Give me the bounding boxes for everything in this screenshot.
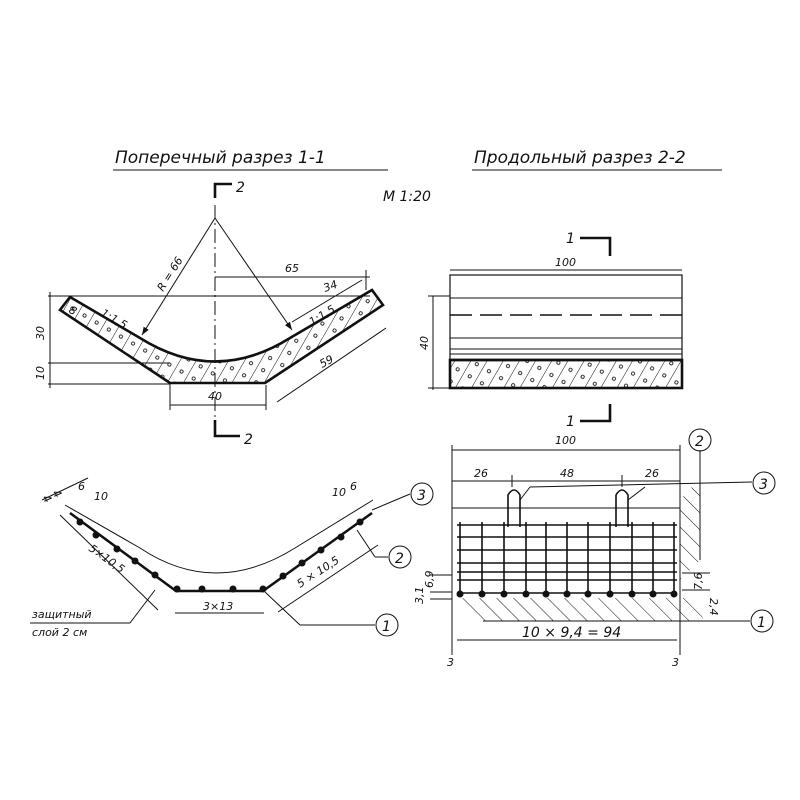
svg-text:1: 1 <box>566 231 575 247</box>
long-section-drawing: 100 40 <box>418 256 684 390</box>
svg-text:1: 1 <box>757 615 766 631</box>
svg-text:100: 100 <box>555 434 576 447</box>
svg-text:3,1: 3,1 <box>413 587 426 605</box>
svg-text:34: 34 <box>322 278 340 295</box>
svg-text:5×10,5: 5×10,5 <box>86 542 127 576</box>
svg-text:защитный: защитный <box>32 608 92 621</box>
callout-3-long: 3 <box>752 471 776 495</box>
svg-text:10: 10 <box>34 366 47 380</box>
section-mark-1-bottom: 1 <box>566 404 612 430</box>
svg-text:10: 10 <box>332 486 346 499</box>
svg-text:100: 100 <box>555 256 576 269</box>
svg-text:48: 48 <box>560 467 574 480</box>
svg-text:6,9: 6,9 <box>423 571 436 589</box>
svg-text:2: 2 <box>695 434 704 450</box>
svg-text:1: 1 <box>382 619 391 635</box>
svg-text:R = 66: R = 66 <box>155 255 186 294</box>
svg-text:7,6: 7,6 <box>692 573 705 591</box>
svg-text:59: 59 <box>317 353 335 371</box>
svg-text:3×13: 3×13 <box>203 600 233 613</box>
section-mark-1-top: 1 <box>566 231 612 256</box>
svg-text:40: 40 <box>418 336 431 350</box>
callout-1-long: 1 <box>750 609 774 633</box>
callout-1-cross: 1 <box>375 613 399 637</box>
cross-section-drawing: R = 66 1:1,5 1:1,5 8 65 34 59 40 30 10 <box>34 205 387 420</box>
svg-text:40: 40 <box>208 390 222 403</box>
svg-text:6: 6 <box>350 480 357 493</box>
svg-text:3: 3 <box>417 488 426 504</box>
title-long-section: Продольный разрез 2-2 <box>472 148 722 171</box>
svg-text:10: 10 <box>94 490 108 503</box>
svg-text:Продольный разрез 2-2: Продольный разрез 2-2 <box>474 148 686 168</box>
section-mark-2-bottom: 2 <box>213 420 253 448</box>
title-cross-section: Поперечный разрез 1-1 <box>113 148 388 171</box>
callout-3-cross: 3 <box>410 482 434 506</box>
svg-text:26: 26 <box>474 467 488 480</box>
section-mark-2-top: 2 <box>213 180 245 198</box>
svg-text:3: 3 <box>672 656 679 669</box>
reinforcement-long-drawing: 100 26 48 26 <box>413 434 753 669</box>
svg-text:30: 30 <box>34 326 47 340</box>
callout-2-long: 2 <box>688 428 712 452</box>
reinforcement-cross-drawing: 5×10,5 3×13 5 × 10,5 4 4 6 10 10 6 защит… <box>30 477 411 639</box>
svg-text:6: 6 <box>78 480 85 493</box>
svg-text:3: 3 <box>447 656 454 669</box>
svg-text:Поперечный разрез 1-1: Поперечный разрез 1-1 <box>115 148 326 168</box>
callout-2-cross: 2 <box>388 545 412 569</box>
svg-text:1: 1 <box>566 414 575 430</box>
svg-text:3: 3 <box>759 477 768 493</box>
svg-text:2: 2 <box>236 180 245 196</box>
scale-label: М 1:20 <box>383 189 431 205</box>
svg-text:слой 2 см: слой 2 см <box>32 626 87 639</box>
svg-text:2: 2 <box>395 551 404 567</box>
svg-text:2: 2 <box>244 432 253 448</box>
svg-text:10 × 9,4 = 94: 10 × 9,4 = 94 <box>522 625 621 641</box>
svg-text:65: 65 <box>285 262 299 275</box>
svg-text:26: 26 <box>645 467 659 480</box>
svg-text:2,4: 2,4 <box>707 598 720 616</box>
